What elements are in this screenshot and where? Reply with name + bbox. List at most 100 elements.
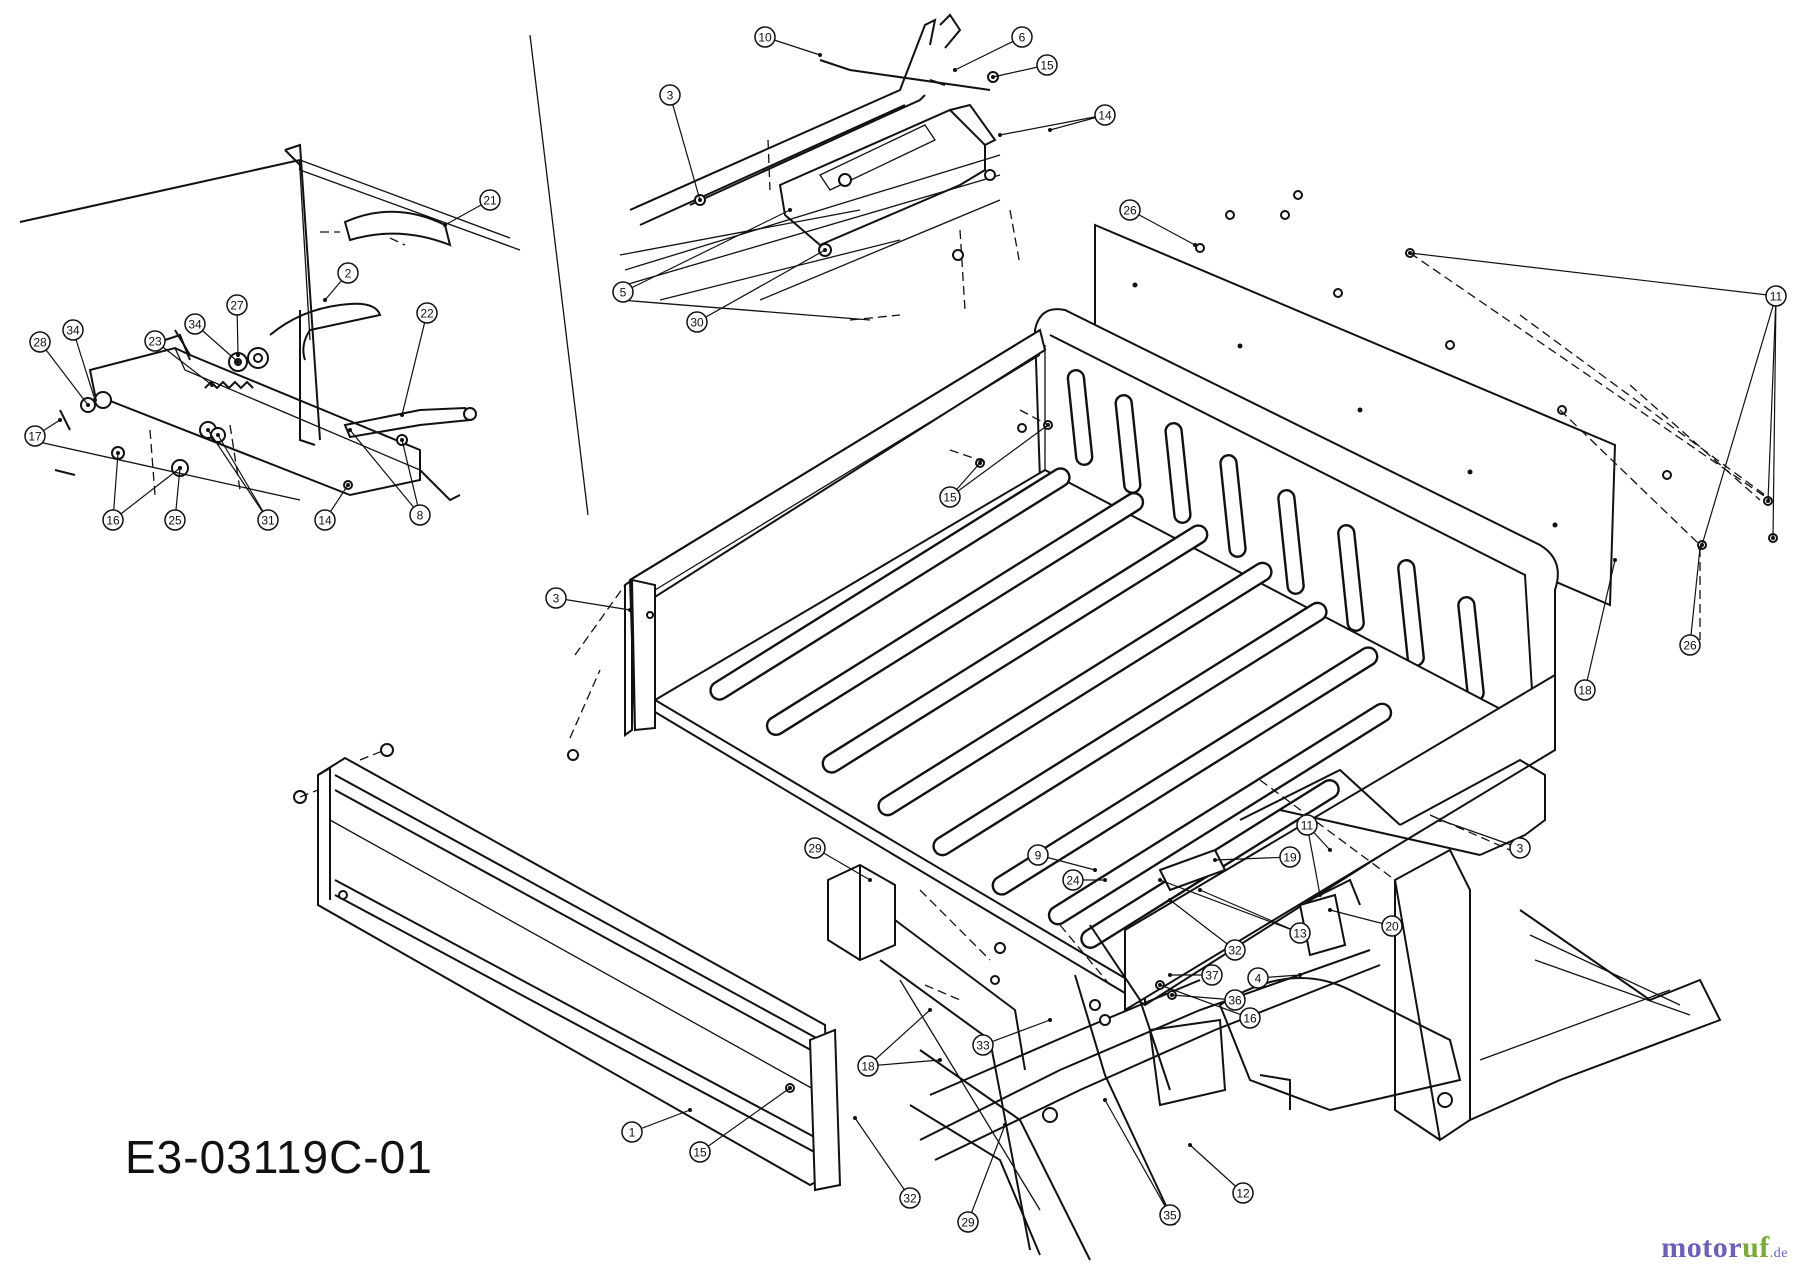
leader-tip	[206, 428, 210, 432]
callout-leader	[112, 467, 181, 521]
callout-leader	[1189, 1144, 1244, 1194]
callout-circle	[1119, 199, 1141, 221]
callout-leader	[1159, 984, 1251, 1019]
callout-number: 17	[28, 430, 42, 444]
callout-8: 8	[348, 428, 431, 526]
callout-circle	[857, 1055, 879, 1077]
callout-28: 28	[29, 331, 90, 407]
handle-part	[343, 210, 452, 247]
callout-leader	[699, 1087, 791, 1153]
callout-circle	[689, 1141, 711, 1163]
callout-17: 17	[24, 418, 62, 447]
callout-35: 35	[1103, 1098, 1181, 1226]
callout-number: 35	[1163, 1209, 1177, 1223]
leader-tip	[1298, 973, 1302, 977]
callout-circle	[612, 281, 634, 303]
callout-leader	[72, 329, 96, 401]
leader-tip	[1771, 536, 1775, 540]
callout-number: 21	[483, 194, 497, 208]
leader-tip	[1168, 898, 1172, 902]
callout-circle	[1201, 964, 1223, 986]
leader-tip	[216, 433, 220, 437]
leader-tip	[823, 248, 827, 252]
callout-circle	[686, 311, 708, 333]
callout-leader	[401, 439, 421, 516]
callout-number: 14	[318, 514, 332, 528]
callout-leader	[401, 312, 428, 416]
callout-leader	[867, 1009, 931, 1067]
callout-number: 27	[230, 299, 244, 313]
leader-tip	[1158, 983, 1162, 987]
callout-leader	[1159, 879, 1301, 934]
leader-tip	[443, 223, 447, 227]
callout-number: 13	[1293, 927, 1307, 941]
callout-3: 3	[659, 84, 702, 202]
leader-tip	[1213, 858, 1217, 862]
callout-6: 6	[953, 26, 1033, 72]
callout-circle	[226, 294, 248, 316]
callout-leader	[1689, 547, 1701, 646]
callout-number: 37	[1205, 969, 1219, 983]
latch-bracket	[88, 346, 421, 497]
leader-tip	[1103, 878, 1107, 882]
callout-number: 31	[261, 514, 275, 528]
callout-number: 1	[629, 1126, 636, 1140]
leader-tip	[853, 1116, 857, 1120]
leader-tip	[1318, 893, 1322, 897]
leader-tip	[1003, 1123, 1007, 1127]
callout-16: 16	[102, 451, 182, 531]
callout-number: 16	[1243, 1012, 1257, 1026]
callout-leader	[1439, 819, 1521, 849]
callout-number: 18	[1578, 684, 1592, 698]
callout-number: 28	[33, 336, 47, 350]
callout-leader	[154, 340, 213, 386]
callout-22: 22	[400, 302, 438, 417]
callout-leader	[982, 1019, 1051, 1046]
callout-circle	[939, 486, 961, 508]
callout-number: 32	[903, 1192, 917, 1206]
callout-number: 30	[690, 316, 704, 330]
callout-number: 11	[1301, 819, 1314, 833]
callout-26: 26	[1119, 199, 1197, 247]
callout-number: 6	[1019, 31, 1026, 45]
leader-tip	[1698, 546, 1702, 550]
callout-leader	[954, 36, 1023, 71]
leader-tip	[93, 398, 97, 402]
leader-tip	[1613, 558, 1617, 562]
callout-36: 36	[1170, 989, 1246, 1011]
callout-21: 21	[443, 189, 501, 227]
callout-34: 34	[184, 313, 240, 364]
callout-leader	[949, 424, 1049, 498]
callout-2: 2	[323, 262, 359, 302]
leader-tip	[58, 418, 62, 422]
callout-9: 9	[1027, 844, 1097, 872]
callout-circle	[804, 837, 826, 859]
callout-circle	[1765, 285, 1787, 307]
callout-circle	[1574, 679, 1596, 701]
diagram-code: E3-03119C-01	[125, 1131, 433, 1183]
watermark-part2: uf	[1742, 1231, 1770, 1264]
callout-24: 24	[1062, 869, 1107, 891]
callout-15: 15	[991, 54, 1058, 79]
callout-leader	[39, 341, 89, 406]
callout-circle	[1062, 869, 1084, 891]
callout-18: 18	[1574, 558, 1617, 701]
callout-11: 11	[1296, 814, 1332, 897]
gas-spring	[343, 406, 472, 439]
latch-assembly-inset	[19, 143, 521, 502]
callout-11: 11	[1408, 251, 1787, 547]
callout-circle	[1224, 939, 1246, 961]
callout-leader	[696, 249, 826, 323]
callout-1: 1	[621, 1108, 692, 1143]
callout-leader	[217, 434, 269, 521]
leader-tip	[998, 133, 1002, 137]
leader-tip	[628, 608, 632, 612]
callout-10: 10	[754, 26, 822, 57]
callout-leader	[1767, 295, 1777, 502]
callout-leader	[112, 452, 119, 521]
watermark-logo: motoruf.de	[1661, 1231, 1788, 1265]
callout-leader	[1199, 889, 1301, 934]
callout-leader	[854, 1117, 911, 1199]
